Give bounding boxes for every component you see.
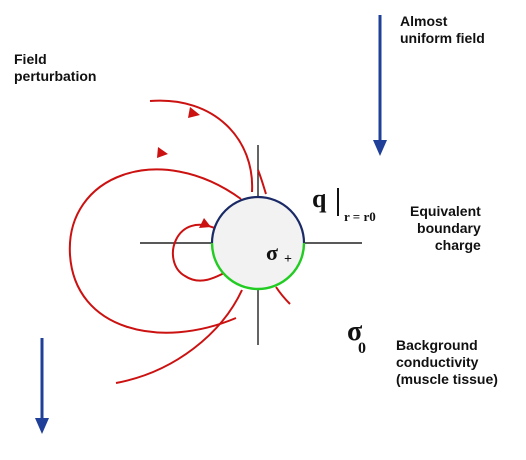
arrowhead-inner xyxy=(199,218,211,228)
charge-symbol-q: q xyxy=(312,184,327,213)
uniform-field-arrow-right-head xyxy=(373,140,387,156)
field-perturbation-label: Field perturbation xyxy=(14,51,97,84)
charge-subscript: r = r0 xyxy=(344,209,376,224)
almost-uniform-field-label: Almost uniform field xyxy=(400,13,485,46)
field-line-outer-top xyxy=(149,99,254,193)
field-line-big-loop xyxy=(68,168,242,334)
sigma-zero-symbol: σ xyxy=(347,316,363,347)
uniform-field-arrow-left-head xyxy=(35,418,49,434)
arrowhead-outer xyxy=(188,107,200,118)
arrowhead-loop xyxy=(157,147,168,158)
boundary-charge-arc-top xyxy=(210,195,306,244)
sigma-plus-subscript: + xyxy=(284,252,292,267)
field-perturbation-lines xyxy=(68,99,291,384)
background-conductivity-label: Background conductivity (muscle tissue) xyxy=(396,337,498,387)
boundary-charge-arc-bottom xyxy=(210,242,306,291)
sigma-zero-subscript: 0 xyxy=(358,340,366,357)
field-line-short-top xyxy=(257,169,267,195)
field-line-short-right xyxy=(275,286,291,305)
uniform-field-arrows xyxy=(35,15,387,434)
field-line-arrowheads xyxy=(157,107,211,228)
equivalent-boundary-charge-label: Equivalent boundary charge xyxy=(410,203,481,253)
sigma-plus-symbol: σ xyxy=(266,240,278,265)
field-line-outer-bottom xyxy=(115,289,243,384)
field-line-small-loop xyxy=(171,223,231,282)
